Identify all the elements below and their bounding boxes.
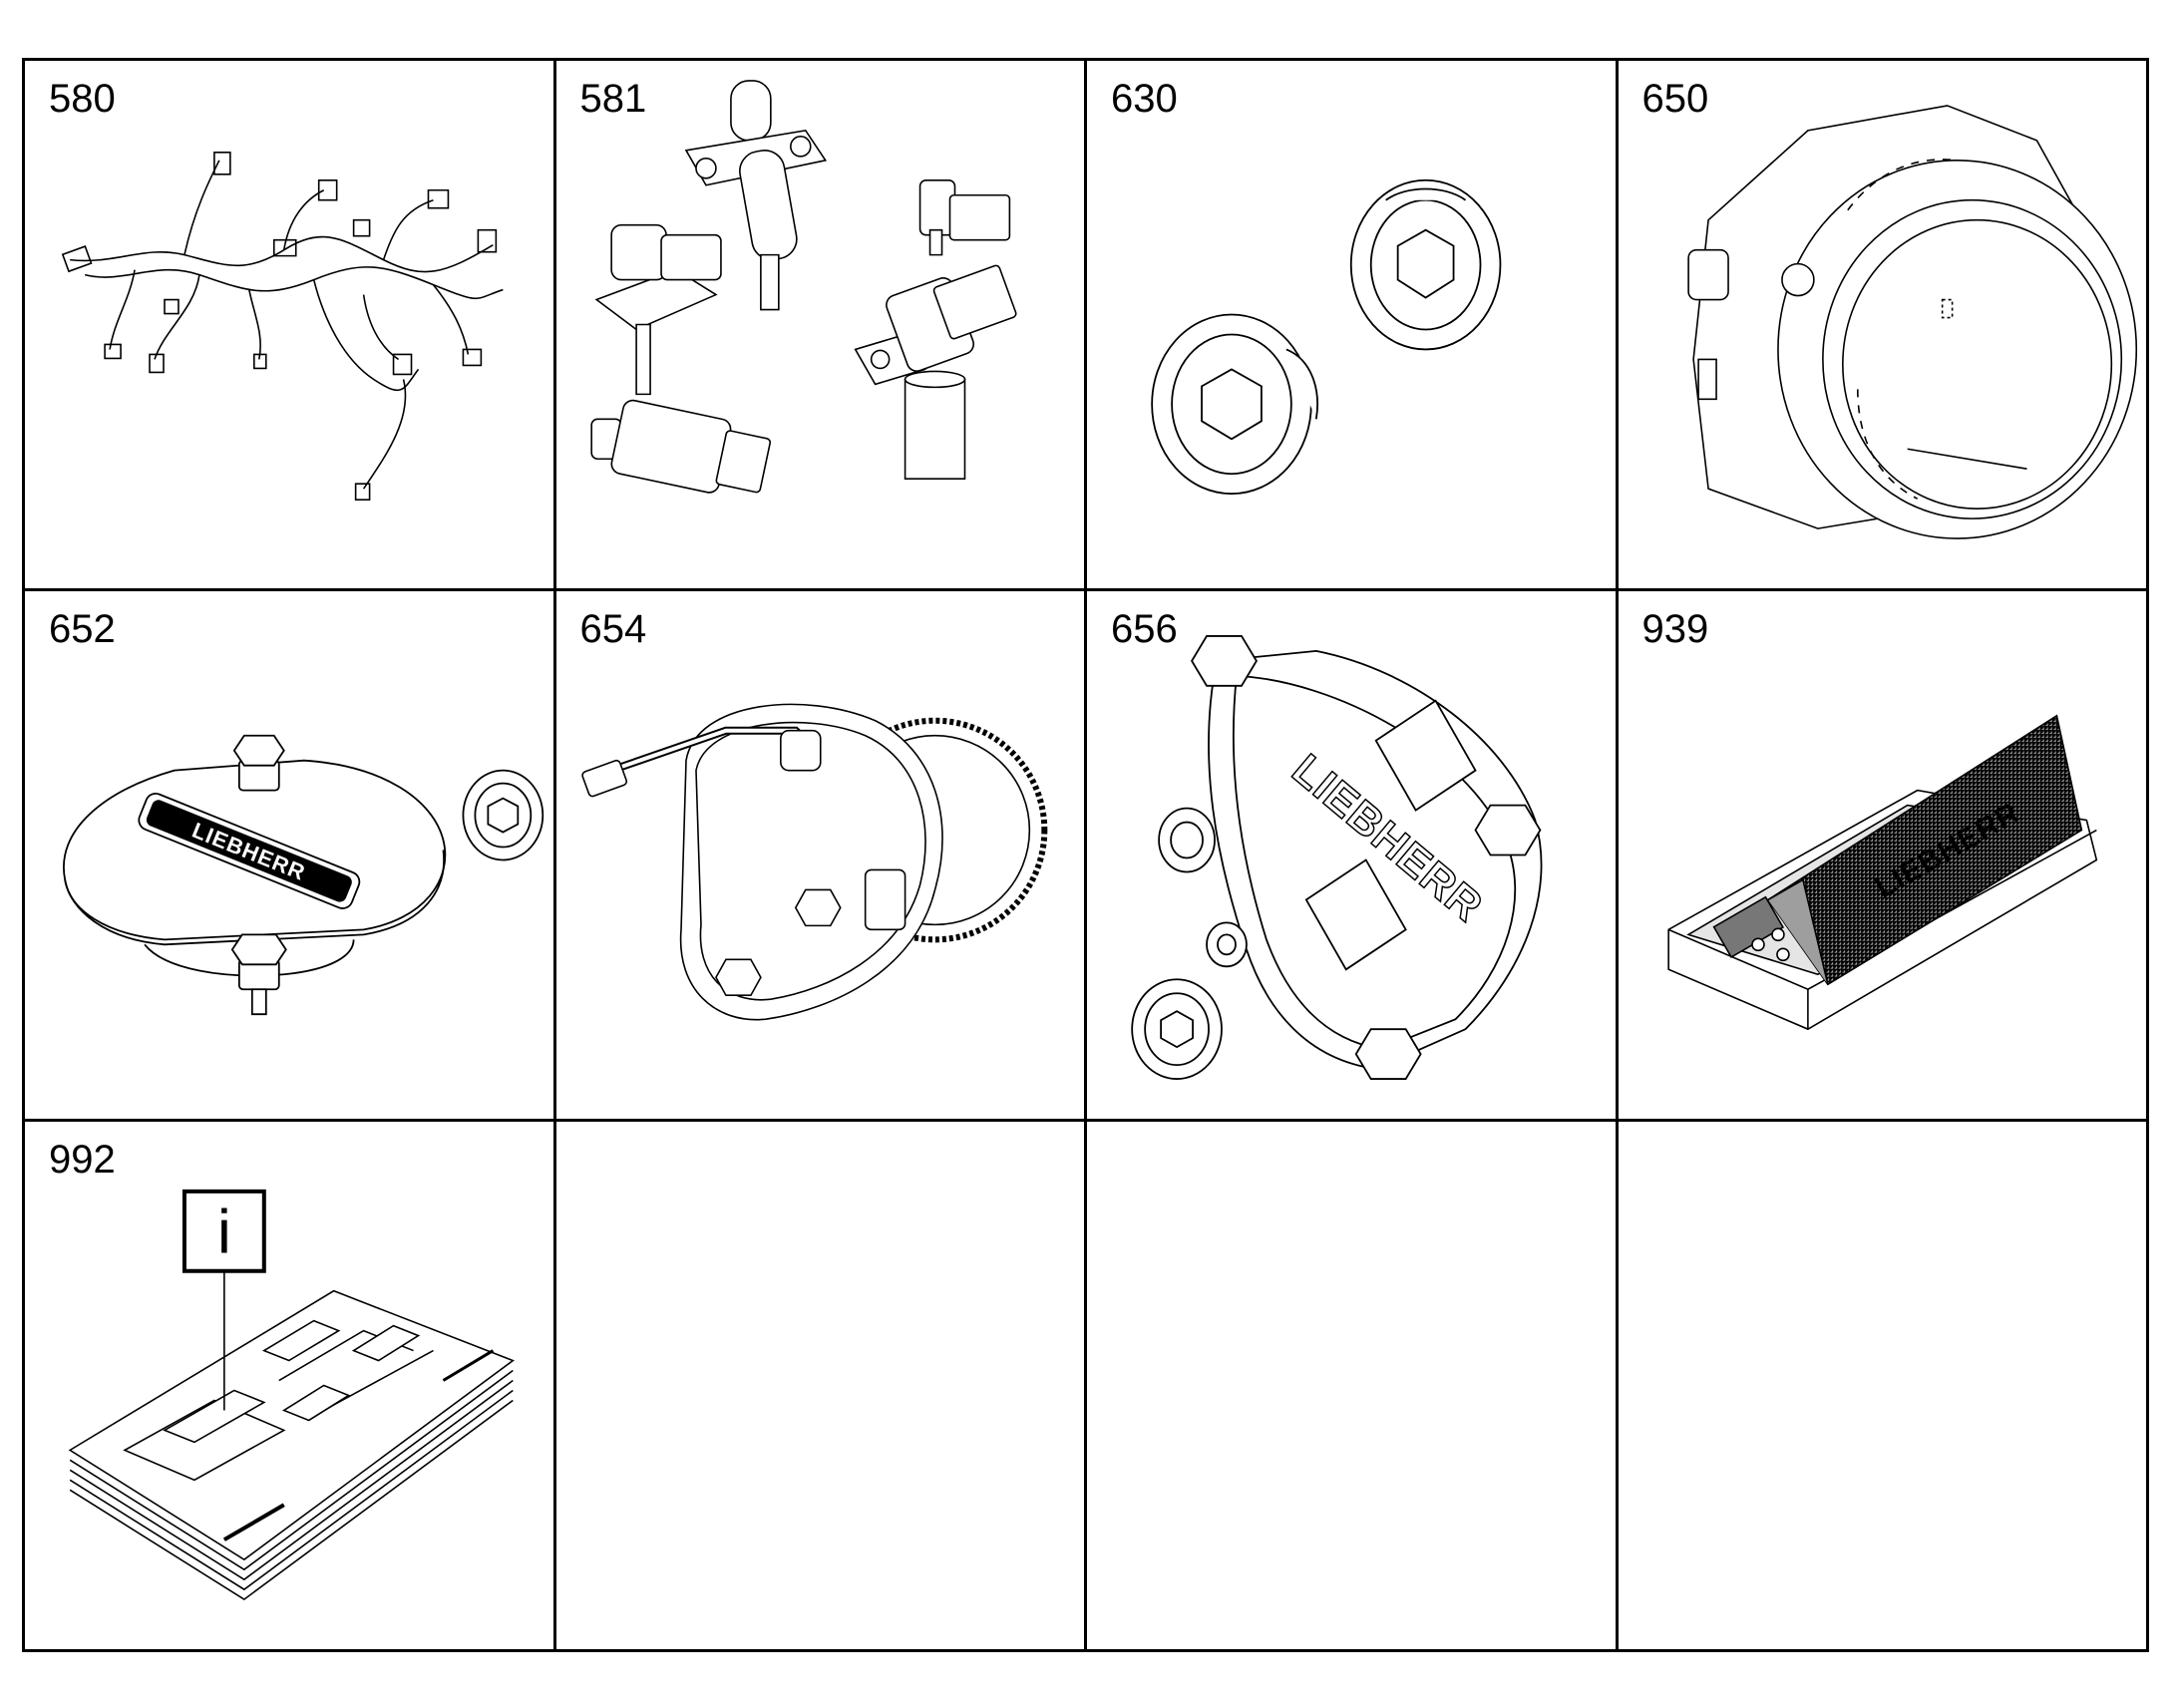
part-cell-581[interactable]: 581 — [555, 61, 1087, 591]
part-cell-652[interactable]: 652 LIEBHERR — [25, 591, 556, 1122]
sensors-icon — [556, 61, 1085, 588]
part-cell-992[interactable]: 992 i — [25, 1122, 556, 1652]
empty-cell — [1087, 1122, 1619, 1652]
part-cell-654[interactable]: 654 — [555, 591, 1087, 1122]
empty-cell — [555, 1122, 1087, 1652]
part-cell-630[interactable]: 630 — [1087, 61, 1619, 591]
part-cell-656[interactable]: 656 LIEBHERR — [1087, 591, 1619, 1122]
part-number: 580 — [49, 77, 116, 121]
part-number: 992 — [49, 1138, 116, 1182]
part-cell-580[interactable]: 580 — [25, 61, 556, 591]
flywheel-housing-icon — [1619, 61, 2147, 588]
part-number: 630 — [1111, 77, 1178, 121]
documentation-icon: i — [25, 1122, 553, 1649]
parts-grid: 580 — [22, 58, 2149, 1652]
liebherr-cover-icon: LIEBHERR — [25, 591, 553, 1119]
part-number: 581 — [579, 77, 647, 121]
empty-cell — [1618, 1122, 2149, 1652]
svg-text:i: i — [217, 1198, 231, 1267]
part-number: 652 — [49, 607, 116, 651]
info-icon — [184, 1192, 264, 1271]
gear-pump-icon — [556, 591, 1085, 1119]
part-number: 939 — [1641, 607, 1709, 651]
part-number: 656 — [1111, 607, 1178, 651]
original-parts-kit-icon: LIEBHERR — [1619, 591, 2147, 1119]
wiring-harness-icon — [25, 61, 553, 588]
part-number: 654 — [579, 607, 647, 651]
part-cell-939[interactable]: 939 LIEBHERR — [1618, 591, 2149, 1122]
screw-plugs-icon — [1087, 61, 1616, 588]
liebherr-cover-plate-icon: LIEBHERR — [1087, 591, 1616, 1119]
part-number: 650 — [1641, 77, 1709, 121]
part-cell-650[interactable]: 650 — [1618, 61, 2149, 591]
